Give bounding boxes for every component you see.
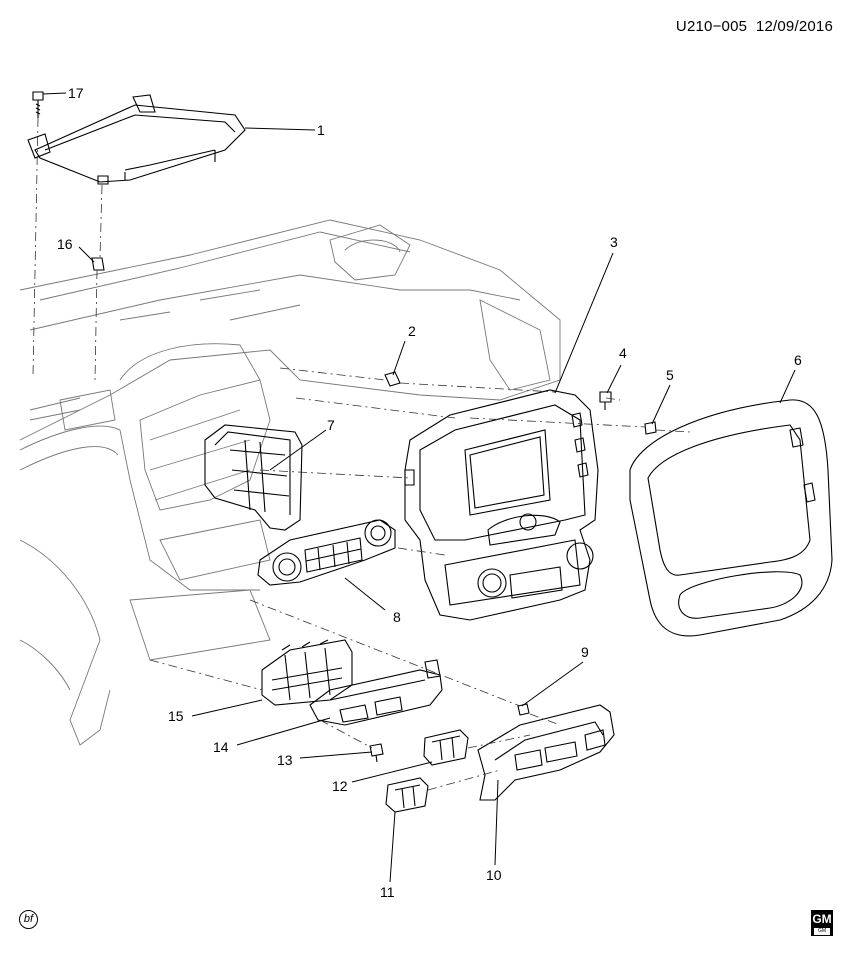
switch-12 — [423, 729, 469, 766]
clip-2 — [384, 371, 401, 387]
clip-5 — [644, 421, 657, 435]
screw-13 — [369, 743, 384, 763]
radio-display-housing — [404, 389, 599, 621]
leader-lines — [42, 92, 796, 883]
bf-badge: bf — [19, 910, 38, 929]
switch-11 — [385, 777, 429, 813]
hvac-control-panel — [257, 519, 396, 586]
callout-8: 8 — [393, 609, 401, 625]
callout-17: 17 — [68, 85, 84, 101]
mounting-bracket-14 — [309, 659, 443, 726]
callout-10: 10 — [486, 867, 502, 883]
control-module-15 — [261, 639, 353, 706]
diagram-date: 12/09/2016 — [755, 18, 833, 35]
callout-11: 11 — [380, 884, 395, 900]
callout-6: 6 — [794, 352, 802, 368]
clip-16 — [91, 257, 105, 271]
callout-5: 5 — [666, 367, 674, 383]
callout-4: 4 — [619, 345, 627, 361]
lower-trim-panel — [477, 704, 615, 801]
outer-bezel — [629, 399, 833, 637]
callout-3: 3 — [610, 234, 618, 250]
gm-logo-subtext: GM — [814, 928, 830, 935]
callout-14: 14 — [213, 739, 229, 755]
gm-logo: GM GM — [811, 910, 833, 936]
screw-17 — [32, 91, 44, 118]
air-vent-bracket — [204, 424, 303, 531]
callout-13: 13 — [277, 752, 293, 768]
callout-9: 9 — [581, 644, 589, 660]
callout-labels: 17 1 2 3 4 5 6 7 8 9 10 11 12 13 14 15 1… — [57, 85, 802, 900]
callout-7: 7 — [327, 417, 335, 433]
dashboard-panel — [19, 219, 561, 746]
callout-2: 2 — [408, 323, 416, 339]
callout-16: 16 — [57, 236, 73, 252]
assembly-guide-lines — [32, 117, 691, 791]
callout-15: 15 — [168, 708, 184, 724]
diagram-code: U210−005 — [675, 18, 748, 35]
gm-logo-text: GM — [812, 912, 832, 926]
diagram-reference: U210−005 12/09/2016 — [676, 18, 833, 35]
upper-trim-cover — [27, 94, 246, 185]
callout-12: 12 — [332, 778, 348, 794]
screw-4 — [599, 391, 612, 410]
callout-1: 1 — [317, 122, 325, 138]
